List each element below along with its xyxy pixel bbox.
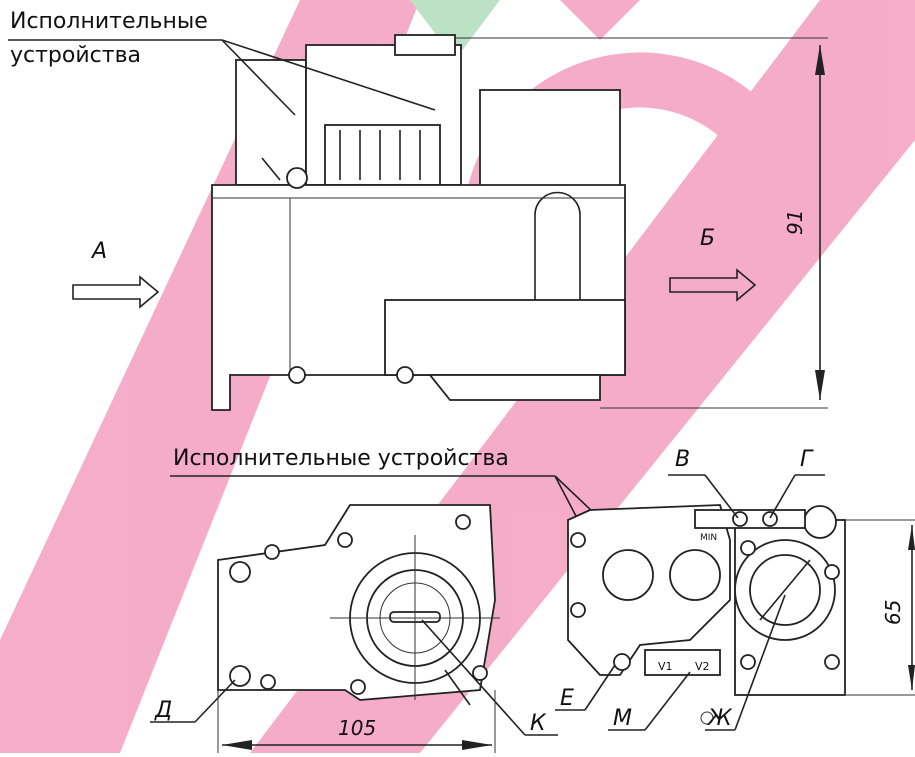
callout-d: Д [150,679,236,723]
connector-pins [324,124,441,186]
flow-arrow-a: А [72,239,160,309]
label-zh: Ж [706,706,733,731]
actuator-block-left [235,59,307,186]
callout-v: В [668,447,739,519]
label-e: Е [560,686,574,711]
dimension-side: 65 [845,519,915,696]
dimension-65: 65 [881,600,905,625]
label-a: А [90,239,107,264]
bottom-boss [428,374,601,401]
label-v: В [675,447,690,472]
label-d: Д [154,698,172,723]
mount-holes [229,514,488,695]
actuators-top-line1: Исполнительные [10,9,208,34]
v1-mark: V1 [658,660,673,673]
actuators-top-line2: устройства [10,43,141,68]
label-k: К [530,711,547,736]
actuator-cap [394,34,456,56]
dimension-height: 91 [455,37,828,409]
watermark-sunburst [560,0,640,40]
label-g: Г [800,447,814,472]
callout-zh: Ж [705,594,786,731]
actuators-top-label: Исполнительные устройства [8,9,436,116]
label-b: Б [700,226,715,251]
flow-arrow-b: Б [669,226,757,302]
actuator-block-right [479,89,621,191]
callout-g: Г [769,447,825,519]
front-view [211,34,626,411]
callout-e: Е [555,664,616,711]
label-m: М [613,706,632,731]
pressure-taps-strip [694,509,806,529]
terminal-block: V1 V2 [644,649,721,676]
lower-flange [384,299,626,376]
actuators-bottom-text: Исполнительные устройства [173,446,509,471]
v2-mark: V2 [695,660,710,673]
dimension-91: 91 [783,210,807,235]
bottom-right-view: MIN V1 V2 [567,504,846,725]
dimension-width: 105 [217,690,496,753]
min-mark: MIN [700,533,717,543]
valve-body-right: MIN [694,505,846,696]
callout-m: М [608,671,691,731]
watermark-sunburst [410,0,500,60]
bottom-left-view [217,504,500,706]
callout-k: К [421,619,558,736]
dimension-105: 105 [338,716,376,740]
